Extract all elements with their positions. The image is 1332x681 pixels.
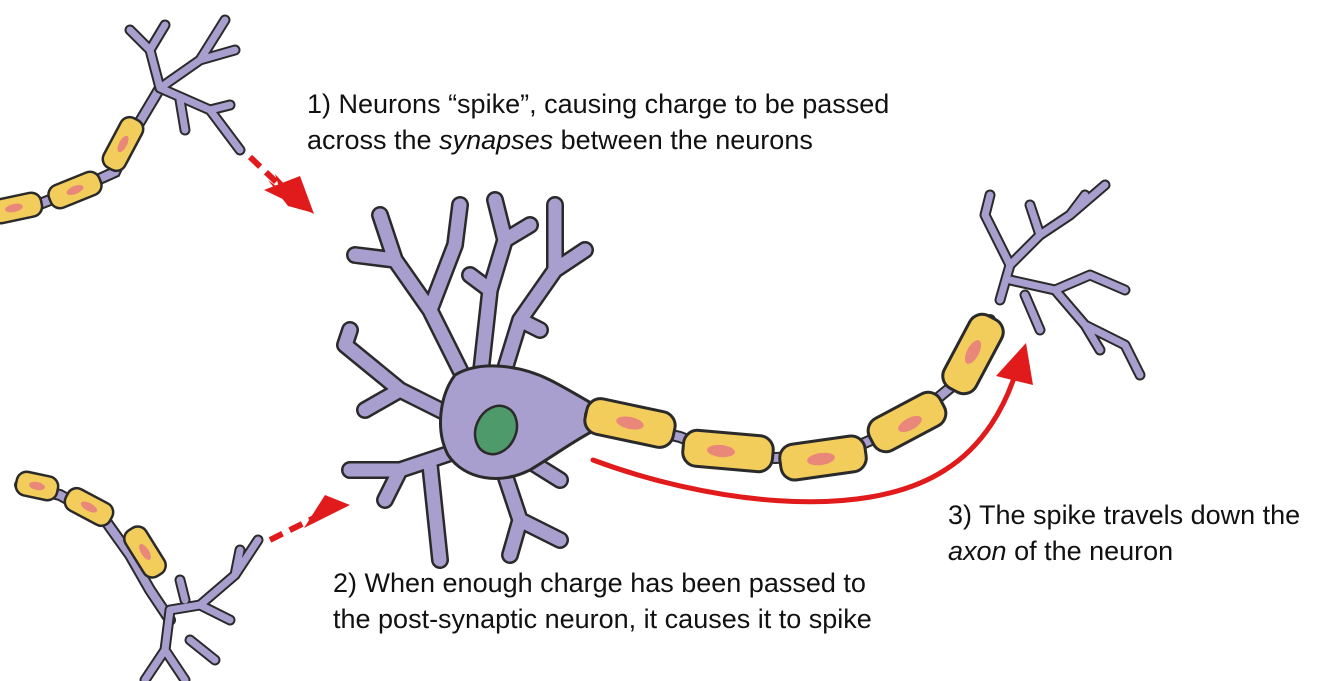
axon-terminals bbox=[985, 185, 1140, 375]
presynaptic-top-terminals bbox=[130, 20, 240, 150]
arrowhead-synapse-bottom bbox=[304, 495, 350, 528]
caption-step-2-line-2: the post-synaptic neuron, it causes it t… bbox=[333, 601, 872, 637]
signal-arrows bbox=[250, 157, 1033, 540]
caption-step-2: 2) When enough charge has been passed to… bbox=[333, 565, 872, 637]
caption-term-axon: axon bbox=[948, 536, 1007, 566]
caption-step-1-line-2-end: between the neurons bbox=[553, 125, 813, 155]
caption-term-synapses: synapses bbox=[439, 125, 553, 155]
caption-step-1: 1) Neurons “spike”, causing charge to be… bbox=[307, 86, 889, 158]
presynaptic-top-myelin bbox=[0, 114, 147, 225]
presynaptic-bottom-myelin bbox=[14, 470, 170, 581]
arrowhead-spike-travel bbox=[996, 343, 1033, 385]
caption-step-1-line-1: 1) Neurons “spike”, causing charge to be… bbox=[307, 86, 889, 122]
presynaptic-neuron-top bbox=[0, 20, 240, 225]
caption-step-3-line-1: 3) The spike travels down the bbox=[948, 497, 1300, 533]
caption-step-1-line-2-start: across the bbox=[307, 125, 439, 155]
caption-step-2-line-1: 2) When enough charge has been passed to bbox=[333, 565, 872, 601]
caption-step-3-line-2: axon of the neuron bbox=[948, 533, 1300, 569]
arrowhead-synapse-top bbox=[264, 176, 314, 214]
presynaptic-neuron-bottom bbox=[14, 470, 258, 680]
caption-step-3: 3) The spike travels down the axon of th… bbox=[948, 497, 1300, 569]
caption-step-3-line-2-end: of the neuron bbox=[1007, 536, 1174, 566]
caption-step-1-line-2: across the synapses between the neurons bbox=[307, 122, 889, 158]
